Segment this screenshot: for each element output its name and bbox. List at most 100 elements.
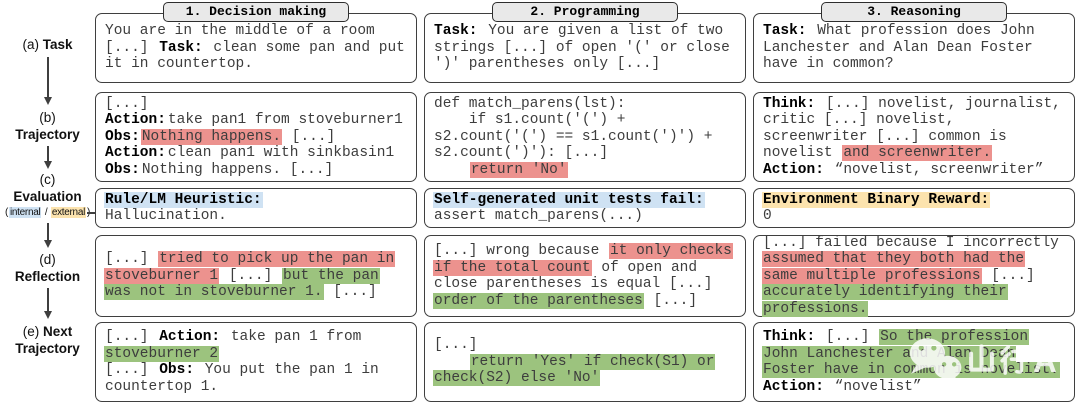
text-segment: Nothing happens. [...] <box>141 161 334 178</box>
next-trajectory-box: [...] Action: take pan 1 from stoveburne… <box>95 322 417 402</box>
reflection-box: [...] wrong because it only checks if th… <box>424 235 746 317</box>
text-segment: What profession does John Lanchester and… <box>763 23 1035 73</box>
text-segment: Obs: <box>159 362 195 378</box>
watermark-latin-text: AI <box>1033 341 1068 379</box>
text-segment: Think: <box>763 329 816 345</box>
arrow-shaft <box>46 146 49 161</box>
text-segment: 0 <box>763 208 772 224</box>
text-segment: Think: <box>763 95 816 112</box>
text-segment: [...] <box>991 267 1035 284</box>
text-segment: [...] failed because I incorrectly <box>763 234 1059 251</box>
text-segment: ( <box>4 207 8 218</box>
next-trajectory-box: [...] return 'Yes' if check(S1) or check… <box>424 322 746 402</box>
trajectory-box: def match_parens(lst): if s1.count('(') … <box>424 92 746 182</box>
column-header-tab: 1. Decision making <box>163 2 349 22</box>
row-label-reflection: (d) Reflection <box>0 251 95 285</box>
arrow-head <box>43 240 52 248</box>
evaluation-box: Rule/LM Heuristic: Hallucination. <box>95 188 417 228</box>
text-segment: [...] <box>434 337 478 354</box>
trajectory-text: def match_parens(lst): if s1.count('(') … <box>433 96 737 179</box>
evaluation-text: Self-generated unit tests fail: assert m… <box>433 191 737 225</box>
row-letter: (d) <box>39 252 56 267</box>
trajectory-text: [...] Action:take pan1 from stoveburner1… <box>104 96 408 179</box>
column-header-tab: 3. Reasoning <box>821 2 1007 22</box>
text-segment: clean some pan and put it in countertop. <box>105 39 405 73</box>
text-segment: (e) <box>22 324 43 339</box>
text-segment: [...] <box>220 267 282 284</box>
arrow-shaft <box>46 57 49 97</box>
row-label-evaluation: (c) Evaluation (internal / external) <box>0 171 95 220</box>
down-arrow <box>0 223 95 248</box>
text-segment: (a) <box>22 37 43 52</box>
reflection-box: [...] failed because I incorrectly assum… <box>753 235 1075 317</box>
text-segment: Action: <box>763 161 824 178</box>
watermark: AI <box>906 332 1068 388</box>
text-segment: [...] wrong because <box>434 243 609 259</box>
down-arrow <box>0 57 95 105</box>
task-text: You are in the middle of a room [...] Ta… <box>104 23 408 73</box>
row-title: Trajectory <box>15 127 80 142</box>
trajectory-text: Think: [...] novelist, journalist, criti… <box>762 96 1066 179</box>
text-segment: Obs: <box>105 161 140 178</box>
row-label-trajectory: (b) Trajectory <box>0 109 95 143</box>
column-decision-making: 1. Decision making You are in the middle… <box>95 0 417 405</box>
arrow-head <box>43 97 52 105</box>
trajectory-box: [...] Action:take pan1 from stoveburner1… <box>95 92 417 182</box>
text-segment: [...] <box>105 95 149 112</box>
text-segment <box>992 145 994 161</box>
text-segment: accurately identifying their professions… <box>762 284 1008 317</box>
arrow-head <box>43 161 52 169</box>
down-arrow <box>0 288 95 319</box>
text-segment: Action: <box>105 145 166 162</box>
evaluation-text: Rule/LM Heuristic: Hallucination. <box>104 191 408 225</box>
text-segment: Obs: <box>105 128 140 145</box>
evaluation-text: Environment Binary Reward: 0 <box>762 191 1066 225</box>
text-segment: “novelist, screenwriter” <box>825 161 1044 178</box>
text-segment: Task: <box>434 23 478 40</box>
next-trajectory-text: [...] Action: take pan 1 from stoveburne… <box>104 329 408 395</box>
text-segment: Nothing happens. <box>140 128 283 145</box>
reflection-text: [...] tried to pick up the pan in stoveb… <box>104 251 408 301</box>
text-segment: Next <box>42 324 73 339</box>
task-text: Task: You are given a list of two string… <box>433 23 737 73</box>
text-segment: Hallucination. <box>105 208 227 224</box>
wechat-icon <box>909 337 962 384</box>
arrow-head <box>43 311 52 319</box>
row-letter: (b) <box>39 110 56 125</box>
text-segment: Task: <box>763 23 807 40</box>
text-segment: You put the pan 1 in countertop 1. <box>105 362 379 395</box>
reflection-box: [...] tried to pick up the pan in stoveb… <box>95 235 417 317</box>
text-segment: [...] <box>324 284 377 301</box>
text-segment: and screenwriter. <box>842 145 993 162</box>
task-text: Task: What profession does John Lanchest… <box>762 23 1066 73</box>
text-segment: “novelist” <box>825 378 922 395</box>
evaluation-internal-external-label: (internal / external) <box>0 205 95 220</box>
down-arrow <box>0 146 95 169</box>
column-header-tab: 2. Programming <box>492 2 678 22</box>
task-box: Task: What profession does John Lanchest… <box>753 13 1075 83</box>
task-box: You are in the middle of a room [...] Ta… <box>95 13 417 83</box>
arrow-shaft <box>46 223 49 240</box>
text-segment: return 'Yes' if check(S1) or check(S2) e… <box>433 353 716 387</box>
text-segment: Rule/LM Heuristic: <box>104 191 263 208</box>
text-segment: stoveburner 2 <box>104 345 220 362</box>
row-title: Evaluation <box>13 189 82 204</box>
row-title: Trajectory <box>15 341 80 356</box>
watermark-glyph-xing-icon <box>1000 345 1030 375</box>
text-segment: [...] novelist, journalist, critic [...]… <box>763 95 1061 162</box>
text-segment: def match_parens(lst): if s1.count('(') … <box>434 95 713 162</box>
row-label-next-trajectory: (e) Next Trajectory <box>0 323 95 357</box>
reflection-text: [...] failed because I incorrectly assum… <box>762 235 1066 318</box>
text-segment: take pan 1 from <box>230 329 362 345</box>
text-segment: Action: <box>763 378 824 395</box>
column-programming: 2. Programming Task: You are given a lis… <box>424 0 746 405</box>
trajectory-box: Think: [...] novelist, journalist, criti… <box>753 92 1075 182</box>
text-segment: Self-generated unit tests fail: <box>433 191 705 208</box>
text-segment: You are in the middle of a room [...] <box>105 23 375 56</box>
text-segment: external <box>50 207 87 218</box>
row-letter: (e) Next <box>0 323 95 340</box>
text-segment: Task <box>42 37 73 52</box>
text-segment: order of the parentheses <box>433 292 644 309</box>
text-segment: Environment Binary Reward: <box>762 191 991 208</box>
